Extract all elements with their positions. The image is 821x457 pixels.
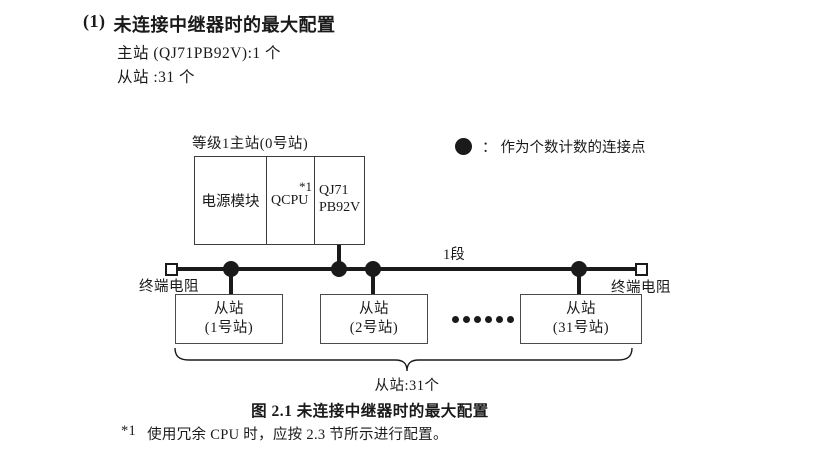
connection-point-icon	[455, 138, 472, 155]
segment-label: 1段	[443, 247, 465, 263]
slave2-line2: (2号站)	[349, 320, 399, 336]
slave1-line2: (1号站)	[204, 320, 254, 336]
footnote-text: 使用冗余 CPU 时，应按 2.3 节所示进行配置。	[147, 427, 448, 443]
slave2-line1: 从站	[359, 301, 389, 317]
footnote-marker: *1	[121, 423, 137, 439]
qj71pb92v-cell: QJ71 PB92V	[314, 157, 362, 244]
section-heading: (1) 未连接中继器时的最大配置	[83, 11, 336, 37]
section-number: (1)	[83, 11, 106, 31]
legend: ： 作为个数计数的连接点	[455, 136, 646, 157]
slave31-drop-line	[577, 269, 581, 294]
slave-count-label: 从站:31个	[374, 378, 440, 394]
slave1-line1: 从站	[214, 301, 244, 317]
ellipsis-dots-icon	[452, 316, 514, 323]
spec-slave-line: 从站 :31 个	[117, 69, 196, 86]
legend-separator: ：	[482, 140, 497, 156]
slave31-line2: (31号站)	[552, 320, 610, 336]
bus-line-segment	[171, 267, 641, 271]
master-station-box: 电源模块 *1 QCPU QJ71 PB92V	[194, 156, 365, 245]
slave2-drop-line	[371, 269, 375, 294]
slave31-line1: 从站	[566, 301, 596, 317]
slave-count-brace	[174, 347, 633, 372]
slave-station-31-box: 从站 (31号站)	[520, 294, 642, 344]
qj71-label-line2: PB92V	[319, 200, 361, 215]
spec-master-line: 主站 (QJ71PB92V):1 个	[117, 45, 282, 62]
terminating-resistor-right	[635, 263, 648, 276]
qcpu-label: QCPU	[271, 193, 309, 208]
master-station-label: 等级1主站(0号站)	[192, 136, 309, 152]
terminating-resistor-left	[165, 263, 178, 276]
terminator-label-right: 终端电阻	[611, 280, 671, 296]
qcpu-cell: *1 QCPU	[266, 157, 314, 244]
legend-label: 作为个数计数的连接点	[500, 140, 646, 156]
figure-caption: 图 2.1 未连接中继器时的最大配置	[251, 403, 489, 420]
section-title: 未连接中继器时的最大配置	[113, 15, 336, 35]
qj71-label-line1: QJ71	[319, 183, 349, 198]
master-drop-line	[337, 245, 341, 269]
terminator-label-left: 终端电阻	[139, 279, 199, 295]
slave-station-1-box: 从站 (1号站)	[175, 294, 283, 344]
power-module-cell: 电源模块	[195, 157, 266, 244]
slave-station-2-box: 从站 (2号站)	[320, 294, 428, 344]
connection-point-dot	[331, 261, 347, 277]
footnote: *1 使用冗余 CPU 时，应按 2.3 节所示进行配置。	[121, 423, 448, 444]
power-module-label: 电源模块	[201, 194, 260, 210]
qcpu-footnote-ref: *1	[299, 179, 312, 194]
slave1-drop-line	[229, 269, 233, 294]
